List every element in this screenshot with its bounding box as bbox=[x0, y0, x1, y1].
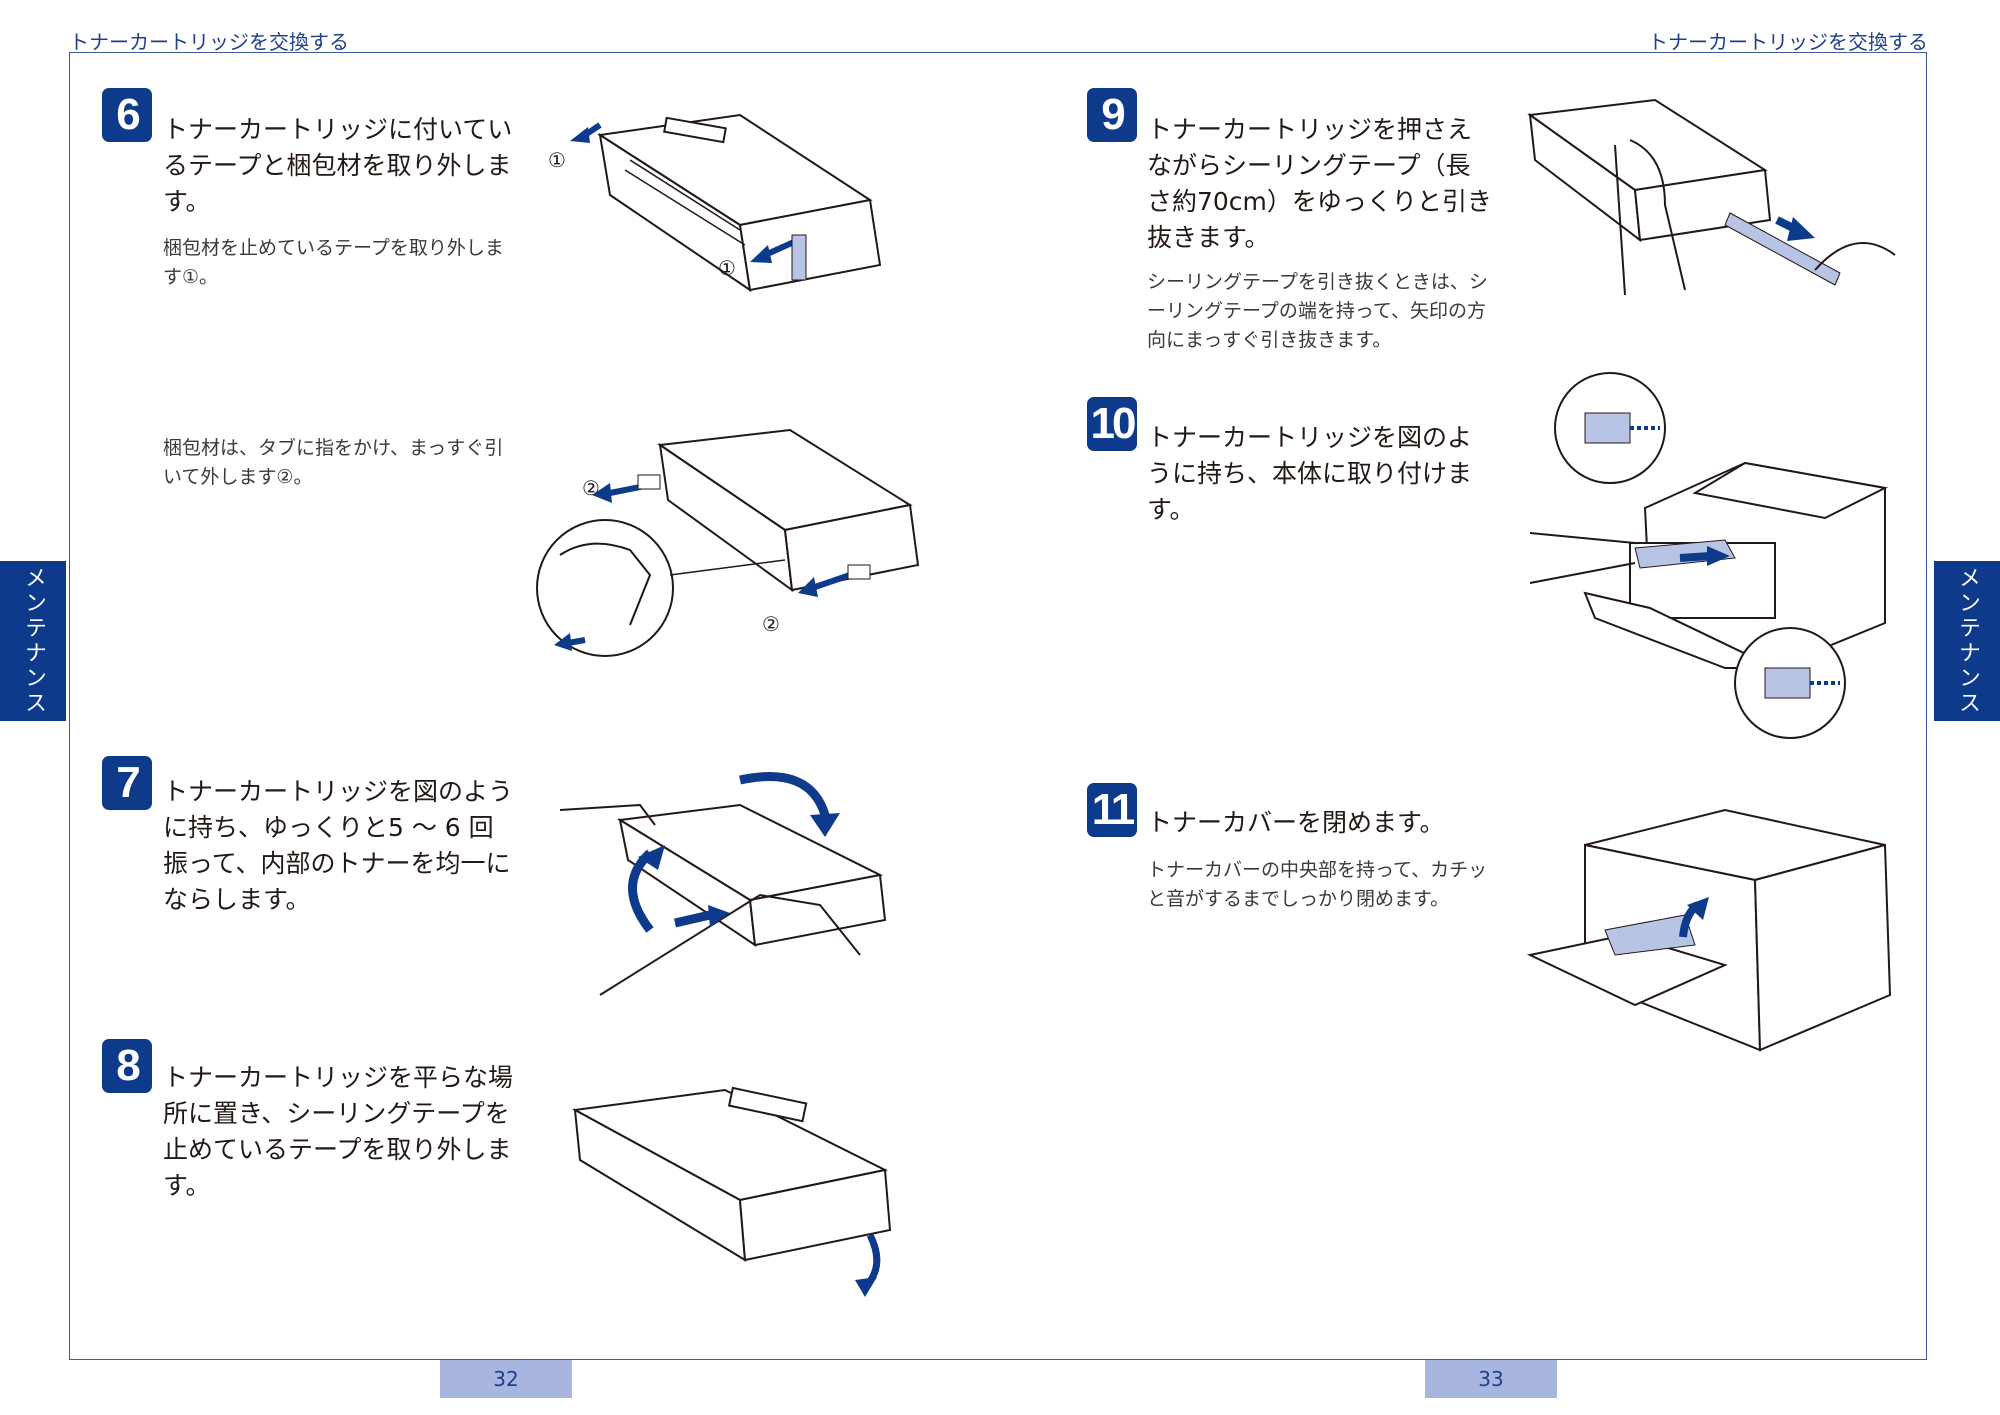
callout-1a: ① bbox=[548, 148, 566, 172]
sealing-tape-illustration bbox=[1527, 98, 1896, 296]
running-header-right: トナーカートリッジを交換する bbox=[1648, 30, 1928, 54]
section-tab-left: メンテナンス bbox=[0, 561, 66, 721]
cartridge-flat-illustration bbox=[571, 1086, 892, 1297]
step-6-note: 梱包材を止めているテープを取り外します①。 bbox=[163, 237, 504, 288]
step-10-title: トナーカートリッジを図のように持ち、本体に取り付けます。 bbox=[1147, 423, 1473, 524]
step-11-title: トナーカバーを閉めます。 bbox=[1147, 808, 1445, 837]
page-number-right: 33 bbox=[1425, 1360, 1557, 1398]
step-11-note: トナーカバーの中央部を持って、カチッと音がするまでしっかり閉めます。 bbox=[1147, 859, 1488, 910]
callout-2a: ② bbox=[582, 476, 600, 500]
cartridge-tape-illustration: ① ① bbox=[548, 113, 882, 293]
step-9-title: トナーカートリッジを押さえながらシーリングテープ（長さ約70cm）をゆっくりと引… bbox=[1147, 115, 1492, 252]
cartridge-packaging-illustration: ② ② bbox=[536, 428, 920, 657]
cartridge-shake-illustration bbox=[560, 772, 887, 996]
step-6-title: トナーカートリッジに付いているテープと梱包材を取り外します。 bbox=[163, 115, 513, 216]
step-6-note-2: 梱包材は、タブに指をかけ、まっすぐ引いて外します②。 bbox=[163, 437, 504, 488]
step-11-number: 11 bbox=[1087, 783, 1137, 837]
step-7-number: 7 bbox=[102, 756, 152, 810]
step-6-number: 6 bbox=[102, 88, 152, 142]
step-10-number: 10 bbox=[1087, 397, 1137, 451]
step-7-title: トナーカートリッジを図のように持ち、ゆっくりと5 ～ 6 回振って、内部のトナー… bbox=[163, 777, 514, 914]
callout-2b: ② bbox=[762, 612, 780, 636]
callout-1b: ① bbox=[718, 256, 736, 280]
step-8-number: 8 bbox=[102, 1039, 152, 1093]
step-9-note: シーリングテープを引き抜くときは、シーリングテープの端を持って、矢印の方向にまっ… bbox=[1147, 271, 1488, 351]
step-8-title: トナーカートリッジを平らな場所に置き、シーリングテープを止めているテープを取り外… bbox=[163, 1063, 514, 1200]
printer-close-cover-illustration bbox=[1526, 808, 1892, 1052]
page-number-left: 32 bbox=[440, 1360, 572, 1398]
running-header-left: トナーカートリッジを交換する bbox=[69, 30, 349, 54]
section-tab-right: メンテナンス bbox=[1934, 561, 2000, 721]
step-9-number: 9 bbox=[1087, 88, 1137, 142]
printer-install-illustration bbox=[1529, 372, 1889, 739]
page-frame bbox=[69, 52, 1927, 1360]
